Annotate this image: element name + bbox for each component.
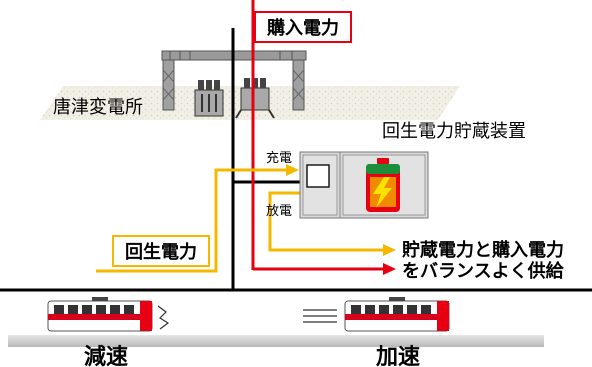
accelerate-label: 加速 (375, 344, 420, 367)
regen-power-box (112, 235, 210, 267)
balance-line1: 貯蔵電力と購入電力 (402, 239, 564, 261)
discharge-label: 放電 (266, 204, 292, 219)
storage-device-label: 回生電力貯蔵装置 (382, 121, 526, 142)
purchase-power-label: 購入電力 (266, 17, 339, 39)
storage-cabinet (299, 151, 429, 219)
lightning-icon (373, 177, 392, 208)
track-bed (8, 335, 544, 347)
substation-label: 唐津変電所 (53, 97, 143, 118)
train-icon (47, 297, 153, 332)
balance-line2: をバランスよく供給 (402, 260, 565, 282)
brake-impact-icon (157, 305, 170, 330)
regen-power-flow (96, 164, 396, 273)
speed-lines-icon (303, 309, 337, 323)
regen-power-label: 回生電力 (125, 241, 197, 263)
charge-label: 充電 (266, 150, 292, 166)
purchase-power-box (254, 11, 352, 43)
purchase-power-flow (251, 0, 396, 275)
train-icon (344, 297, 450, 332)
decelerate-label: 減速 (84, 344, 128, 367)
